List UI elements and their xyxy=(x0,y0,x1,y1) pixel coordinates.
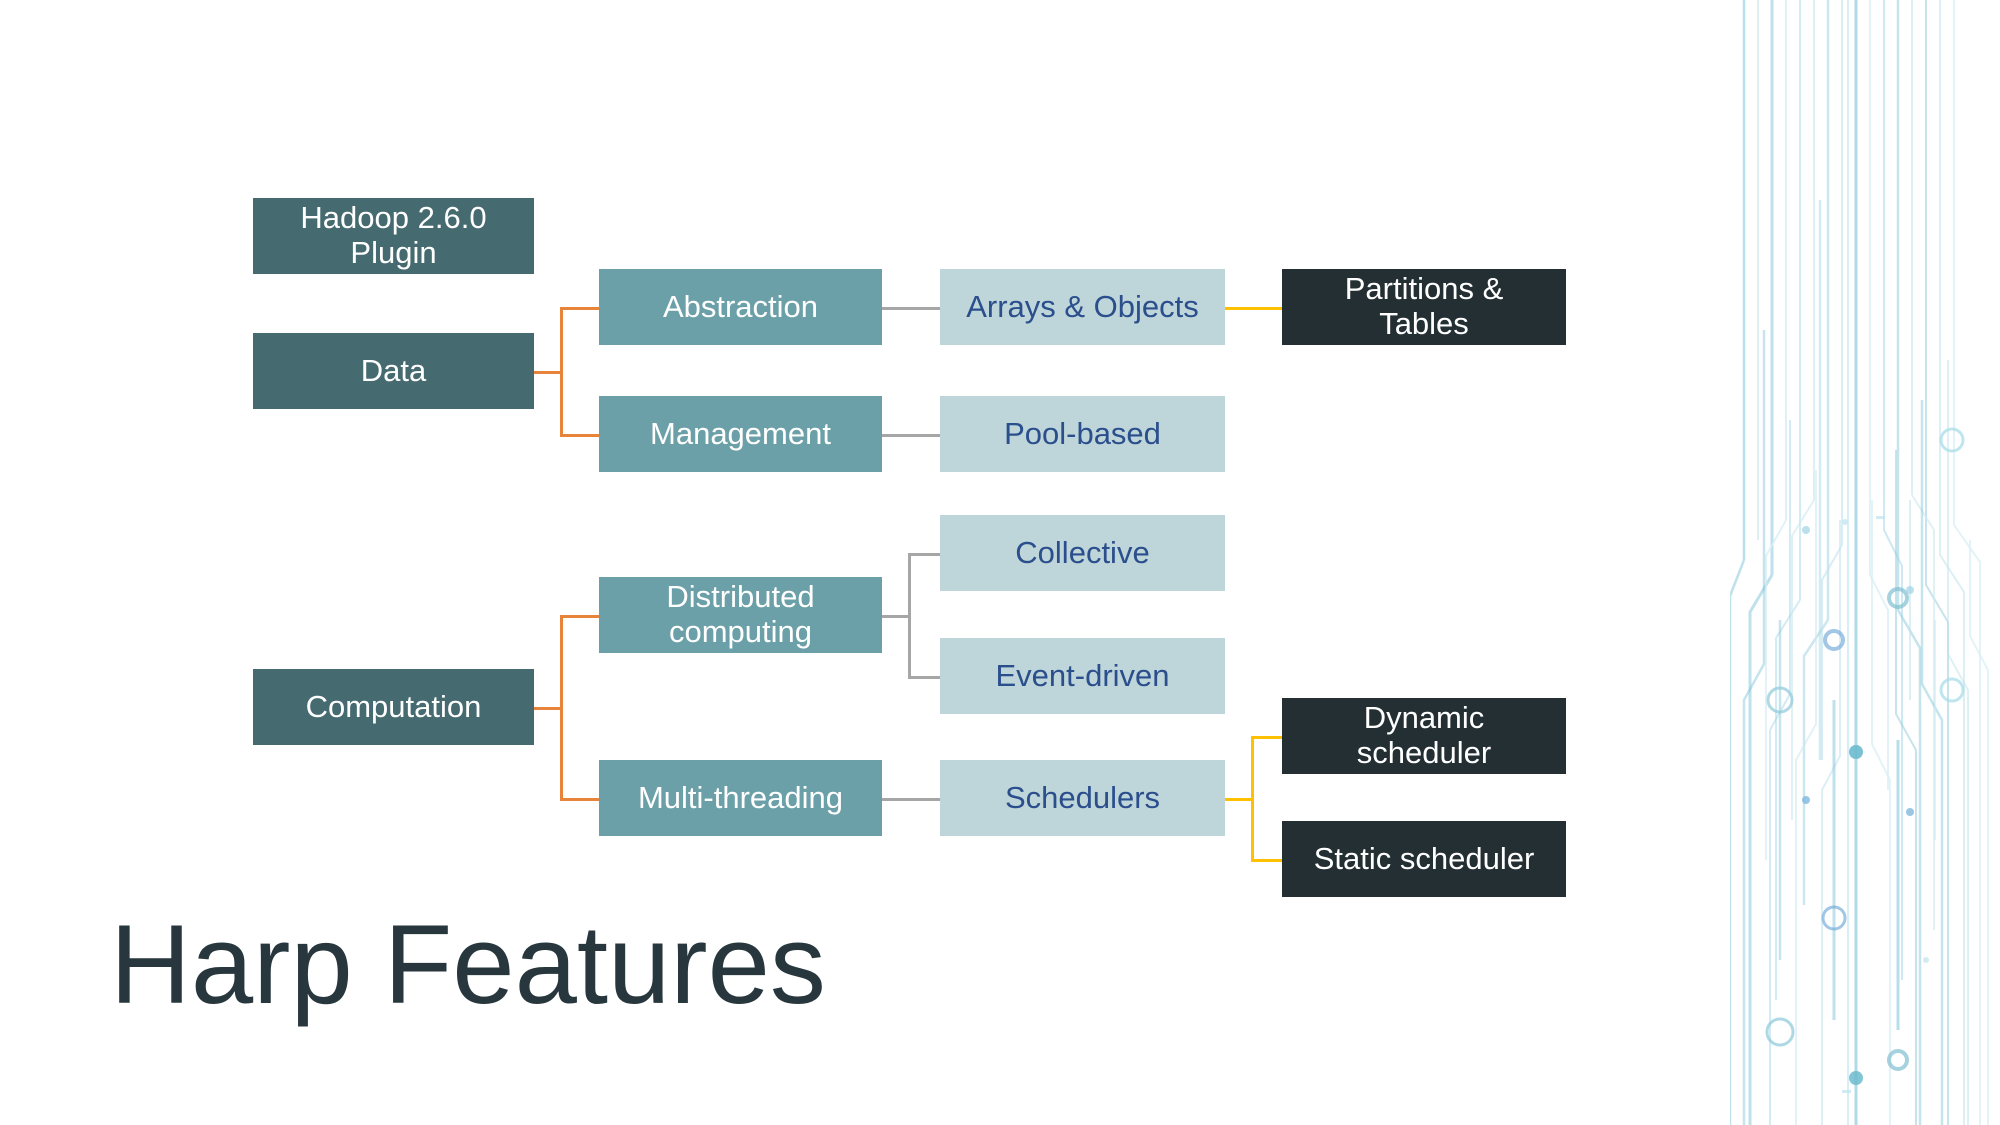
connector-distributed-bracket xyxy=(908,553,911,678)
connector-computation-stem xyxy=(534,707,562,710)
node-distributed-computing[interactable]: Distributed computing xyxy=(599,577,882,653)
node-collective[interactable]: Collective xyxy=(940,515,1225,591)
connector-computation-distributed xyxy=(560,615,600,618)
circuit-board-decoration-icon xyxy=(1730,0,1989,1125)
connector-computation-multithreading xyxy=(560,798,600,801)
node-dynamic-scheduler[interactable]: Dynamic scheduler xyxy=(1282,698,1566,774)
node-multi-threading[interactable]: Multi-threading xyxy=(599,760,882,836)
node-partitions-tables[interactable]: Partitions & Tables xyxy=(1282,269,1566,345)
node-arrays-objects[interactable]: Arrays & Objects xyxy=(940,269,1225,345)
node-computation[interactable]: Computation xyxy=(253,669,534,745)
connector-schedulers-bracket xyxy=(1251,736,1254,861)
connector-data-abstraction xyxy=(560,307,600,310)
connector-management-pool xyxy=(882,434,940,437)
node-abstraction[interactable]: Abstraction xyxy=(599,269,882,345)
node-schedulers[interactable]: Schedulers xyxy=(940,760,1225,836)
node-pool-based[interactable]: Pool-based xyxy=(940,396,1225,472)
node-management[interactable]: Management xyxy=(599,396,882,472)
node-static-scheduler[interactable]: Static scheduler xyxy=(1282,821,1566,897)
node-data[interactable]: Data xyxy=(253,333,534,409)
connector-distributed-collective xyxy=(908,553,940,556)
connector-arrays-partitions xyxy=(1225,307,1283,310)
connector-schedulers-dynamic xyxy=(1251,736,1283,739)
connector-schedulers-static xyxy=(1251,859,1283,862)
connector-data-management xyxy=(560,434,600,437)
page-title: Harp Features xyxy=(110,902,826,1027)
node-event-driven[interactable]: Event-driven xyxy=(940,638,1225,714)
node-hadoop-plugin[interactable]: Hadoop 2.6.0 Plugin xyxy=(253,198,534,274)
connector-schedulers-stem xyxy=(1225,798,1253,801)
connector-abstraction-arrays xyxy=(882,307,940,310)
connector-distributed-eventdriven xyxy=(908,676,940,679)
connector-distributed-stem xyxy=(882,615,910,618)
connector-data-stem xyxy=(534,371,562,374)
connector-data-bracket xyxy=(560,307,563,437)
connector-multithreading-schedulers xyxy=(882,798,940,801)
connector-computation-bracket xyxy=(560,615,563,800)
